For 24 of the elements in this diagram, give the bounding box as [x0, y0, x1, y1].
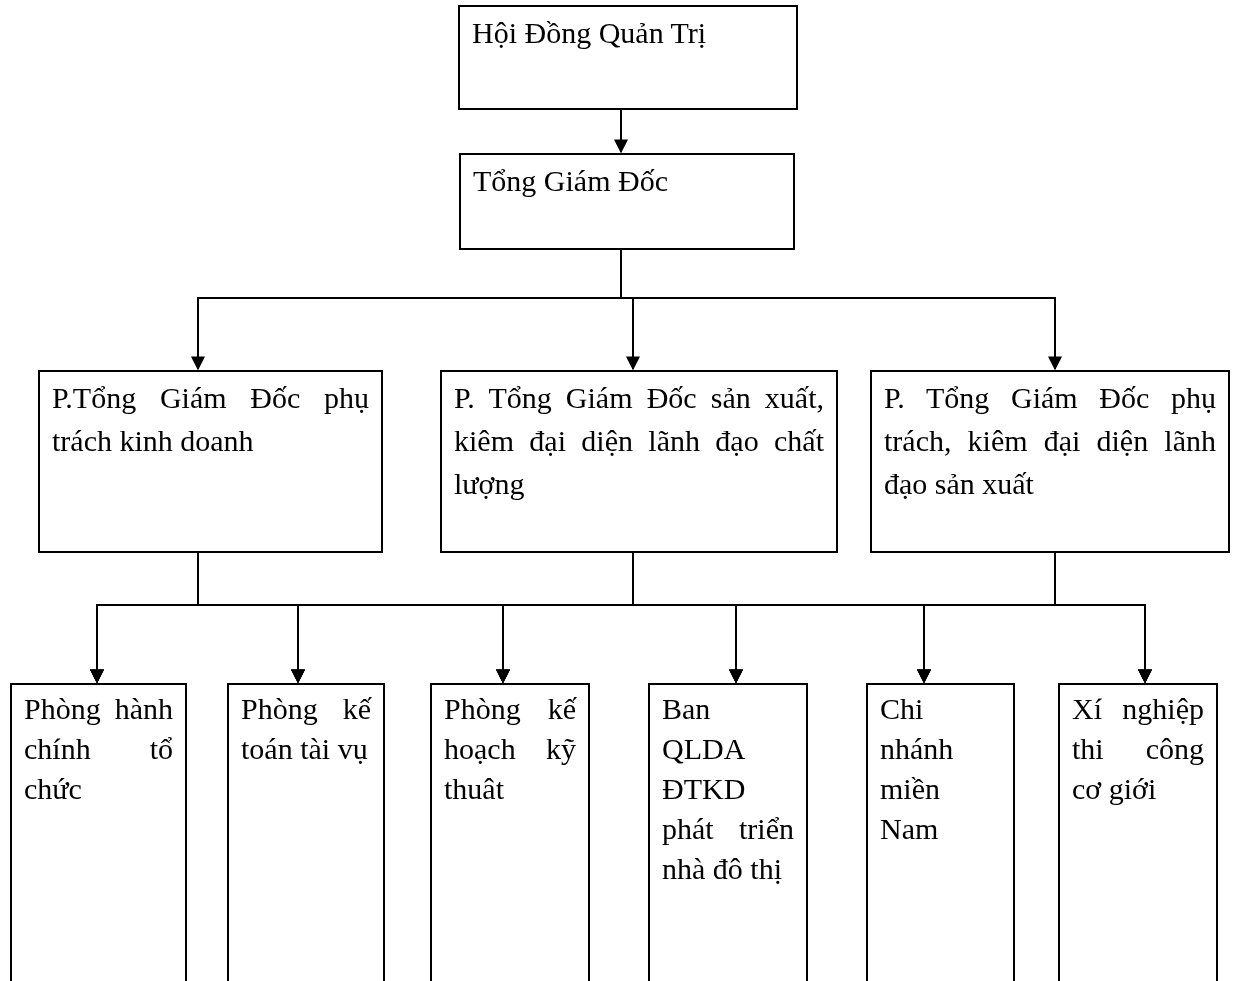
box-label: Phòng kế toán tài vụ [241, 691, 371, 767]
box-label: Phòng kế hoạch kỹ thuât [444, 691, 576, 807]
box-label: Tổng Giám Đốc [473, 163, 669, 199]
org-box [459, 153, 795, 250]
box-label: P. Tổng Giám Đốc phụ trách, kiêm đại diện lãnh đạo sản xuất [884, 380, 1216, 502]
box-label: Hội Đồng Quản Trị [472, 15, 708, 51]
arrow [614, 109, 628, 154]
org-box [458, 5, 798, 110]
org-box [440, 370, 838, 553]
org-box [430, 683, 590, 981]
org-box [648, 683, 808, 981]
org-box [1058, 683, 1218, 981]
box-label: Phòng hành chính tổ chức [24, 691, 173, 807]
org-box [38, 370, 383, 553]
arrow [1054, 552, 1152, 684]
box-label: Ban QLDA ĐTKD phát triển nhà đô thị [662, 691, 794, 887]
org-box [870, 370, 1230, 553]
box-label: Xí nghiệp thi công cơ giới [1072, 691, 1204, 807]
org-box [10, 683, 187, 981]
box-label: P.Tổng Giám Đốc phụ trách kinh doanh [52, 380, 369, 459]
org-box [866, 683, 1015, 981]
org-box [227, 683, 385, 981]
box-label: Chi nhánh miền Nam [880, 691, 955, 847]
box-label: P. Tổng Giám Đốc sản xuất, kiêm đại diện lãnh đạo chất lượng [454, 380, 824, 502]
